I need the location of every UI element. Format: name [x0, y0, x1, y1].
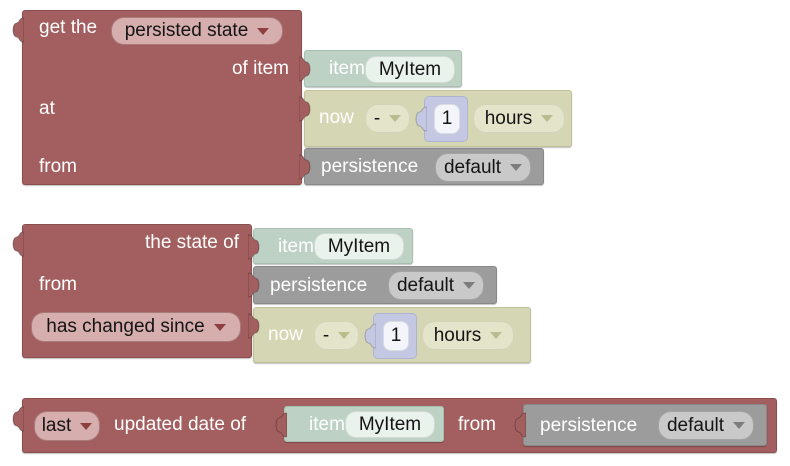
item-name-value: MyItem: [327, 235, 391, 257]
dropdown-arrow-icon: [338, 332, 351, 339]
item-name-value: MyItem: [378, 58, 442, 80]
offset-unit-value: hours: [433, 324, 482, 346]
label-item: item: [278, 236, 314, 257]
label-now: now: [319, 107, 354, 128]
has-changed-since-value: has changed since: [46, 316, 205, 337]
persisted-state-dropdown[interactable]: persisted state: [111, 17, 283, 45]
block-state-has-changed[interactable]: the state of from has changed since: [12, 224, 252, 358]
dropdown-arrow-icon: [541, 115, 554, 122]
label-of-item: of item: [231, 58, 289, 79]
output-connector-icon: [11, 231, 24, 257]
dropdown-arrow-icon: [257, 27, 270, 35]
dropdown-arrow-icon: [80, 422, 93, 430]
offset-operator-value: -: [373, 107, 381, 129]
block-number-shadow[interactable]: 1: [415, 96, 468, 142]
persisted-state-dropdown-value: persisted state: [124, 20, 249, 41]
dropdown-arrow-icon: [389, 115, 402, 122]
output-connector-icon: [11, 17, 24, 43]
dropdown-arrow-icon: [463, 282, 476, 289]
item-name-field[interactable]: MyItem: [365, 56, 455, 83]
block-persistence-service[interactable]: persistence default: [514, 404, 767, 446]
offset-unit-dropdown[interactable]: hours: [422, 321, 514, 350]
dropdown-arrow-icon: [213, 323, 226, 331]
offset-operator-value: -: [322, 324, 330, 346]
label-the-state-of: the state of: [144, 232, 239, 253]
persistence-service-dropdown[interactable]: default: [658, 411, 754, 440]
block-item[interactable]: item MyItem: [248, 228, 413, 264]
block-persistence-service[interactable]: persistence default: [248, 266, 497, 304]
label-at: at: [39, 98, 55, 119]
dropdown-arrow-icon: [490, 332, 503, 339]
item-name-field[interactable]: MyItem: [314, 233, 404, 260]
persistence-service-dropdown[interactable]: default: [435, 153, 531, 182]
output-connector-icon: [363, 323, 376, 349]
block-now-offset[interactable]: now - 1 hours: [248, 307, 531, 363]
label-from: from: [458, 414, 496, 435]
label-persistence: persistence: [270, 275, 368, 296]
persistence-service-dropdown[interactable]: default: [388, 271, 484, 300]
item-name-value: MyItem: [358, 413, 422, 435]
block-number-shadow[interactable]: 1: [364, 313, 417, 359]
label-item: item: [309, 414, 345, 435]
label-persistence: persistence: [321, 156, 419, 177]
offset-amount-field[interactable]: 1: [383, 321, 409, 351]
block-item[interactable]: item MyItem: [275, 406, 444, 442]
dropdown-arrow-icon: [733, 422, 746, 429]
item-name-field[interactable]: MyItem: [345, 411, 435, 438]
label-item: item: [329, 58, 365, 79]
offset-unit-value: hours: [484, 107, 533, 129]
persistence-service-value: default: [666, 414, 725, 436]
persistence-service-value: default: [396, 274, 455, 296]
dropdown-arrow-icon: [510, 164, 523, 171]
label-from: from: [39, 274, 77, 295]
persistence-service-value: default: [443, 156, 502, 178]
has-changed-since-dropdown[interactable]: has changed since: [31, 312, 241, 342]
output-connector-icon: [414, 106, 427, 132]
block-now-offset[interactable]: now - 1 hours: [299, 90, 572, 147]
last-dropdown[interactable]: last: [34, 411, 100, 441]
label-updated-date-of: updated date of: [114, 414, 247, 435]
offset-unit-dropdown[interactable]: hours: [473, 104, 565, 133]
label-now: now: [268, 324, 303, 345]
block-get-persisted-state[interactable]: get the persisted state of item at from: [12, 10, 302, 185]
offset-operator-dropdown[interactable]: -: [314, 321, 359, 350]
offset-operator-dropdown[interactable]: -: [365, 104, 410, 133]
label-get-the: get the: [39, 17, 98, 38]
last-dropdown-value: last: [41, 415, 72, 436]
block-item[interactable]: item MyItem: [299, 50, 462, 87]
label-from: from: [39, 156, 77, 177]
offset-amount-field[interactable]: 1: [434, 104, 460, 134]
label-persistence: persistence: [540, 415, 638, 436]
block-persistence-service[interactable]: persistence default: [299, 148, 544, 185]
offset-amount-value: 1: [441, 108, 453, 129]
output-connector-icon: [11, 406, 24, 432]
offset-amount-value: 1: [390, 325, 402, 346]
